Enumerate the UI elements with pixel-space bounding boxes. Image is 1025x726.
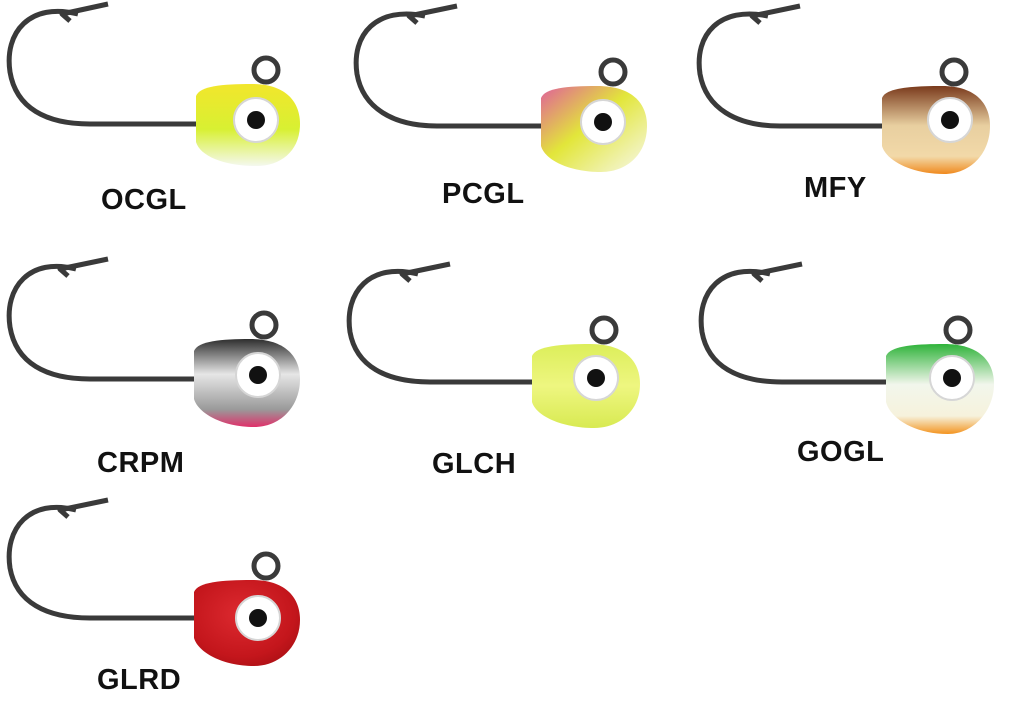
jig-item-3: MFY [688, 0, 1018, 230]
jig-code-label: PCGL [442, 178, 525, 210]
jig-code-label: CRPM [97, 447, 185, 479]
jig-hook-icon [696, 3, 990, 174]
jig-hook-icon [6, 1, 300, 166]
jig-hook-icon [346, 261, 640, 428]
jig-item-4: CRPM [0, 255, 330, 485]
jig-item-1: OCGL [0, 0, 330, 230]
jig-code-label: GOGL [797, 436, 885, 468]
jig-hook-icon [6, 256, 300, 427]
jig-code-label: OCGL [101, 184, 187, 216]
jig-item-7: GLRD [0, 496, 330, 726]
jig-item-2: PCGL [345, 0, 675, 230]
jig-hook-icon [698, 261, 994, 434]
jig-hook-icon [353, 3, 647, 172]
jig-item-6: GOGL [692, 258, 1022, 488]
jig-code-label: GLCH [432, 448, 517, 480]
jig-hook-icon [6, 497, 300, 666]
jig-item-5: GLCH [340, 258, 670, 488]
jig-code-label: MFY [804, 172, 867, 204]
jig-code-label: GLRD [97, 664, 182, 696]
